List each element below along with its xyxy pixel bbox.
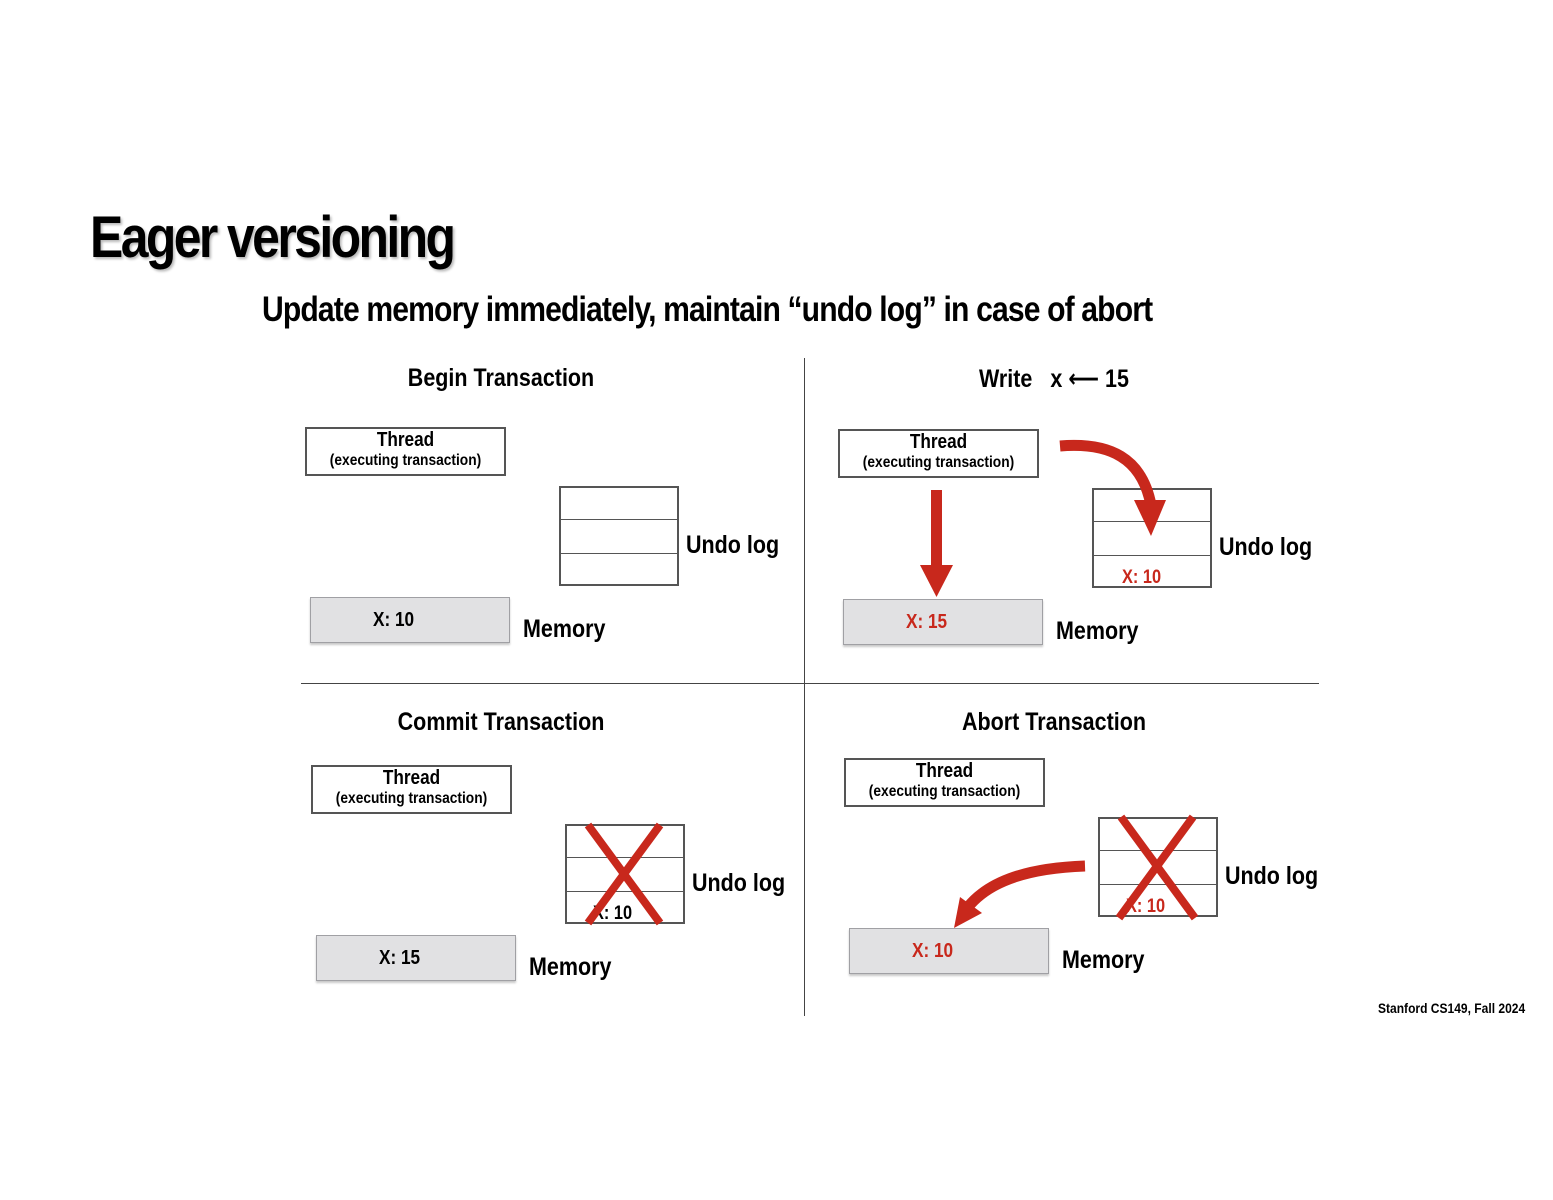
slide-title: Eager versioning [90, 205, 456, 270]
undo-log-row-divider [1100, 884, 1216, 885]
undo-log-label-commit: Undo log [692, 869, 786, 897]
memory-value-commit: X: 15 [379, 947, 421, 969]
footer-course-label: Stanford CS149, Fall 2024 [1377, 1000, 1525, 1016]
undo-log-entry-write: X: 10 [1122, 567, 1162, 588]
thread-label: Thread [376, 429, 435, 451]
thread-sublabel: (executing transaction) [862, 454, 1015, 471]
thread-box-commit: Thread (executing transaction) [311, 765, 512, 814]
memory-label-write: Memory [1056, 617, 1139, 645]
assign-arrow: ⟵ [1068, 365, 1100, 393]
write-label: Write [979, 365, 1033, 393]
thread-sublabel: (executing transaction) [329, 452, 482, 469]
memory-box-begin: X: 10 [310, 597, 510, 643]
memory-box-commit: X: 15 [316, 935, 516, 981]
undo-log-row-divider [561, 553, 677, 554]
memory-value-abort: X: 10 [912, 940, 954, 962]
panel-title-abort: Abort Transaction [962, 708, 1146, 736]
write-to-undo-log-arrow [1059, 439, 1166, 536]
undo-log-row-divider [1094, 555, 1210, 556]
undo-log-label-begin: Undo log [686, 531, 780, 559]
undo-log-label-abort: Undo log [1225, 862, 1319, 890]
write-variable: x [1050, 365, 1063, 393]
thread-label: Thread [915, 760, 974, 782]
undo-log-label-write: Undo log [1219, 533, 1313, 561]
thread-sublabel: (executing transaction) [335, 790, 488, 807]
memory-box-abort: X: 10 [849, 928, 1049, 974]
memory-box-write: X: 15 [843, 599, 1043, 645]
write-to-memory-arrow [920, 490, 953, 597]
thread-sublabel: (executing transaction) [868, 783, 1021, 800]
memory-value-begin: X: 10 [373, 609, 415, 631]
memory-value-write: X: 15 [906, 611, 948, 633]
quadrant-divider-vertical [804, 358, 805, 1016]
commit-undo-log-cross [584, 822, 664, 926]
memory-label-abort: Memory [1062, 946, 1145, 974]
thread-box-write: Thread (executing transaction) [838, 429, 1039, 478]
memory-label-commit: Memory [529, 953, 612, 981]
abort-restore-arrow [954, 860, 1086, 928]
undo-log-row-divider [567, 857, 683, 858]
undo-log-row-divider [1100, 850, 1216, 851]
undo-log-begin [559, 486, 679, 586]
thread-label: Thread [382, 767, 441, 789]
undo-log-row-divider [567, 891, 683, 892]
write-value: 15 [1105, 365, 1129, 393]
thread-box-begin: Thread (executing transaction) [305, 427, 506, 476]
panel-title-commit: Commit Transaction [397, 708, 605, 736]
abort-undo-log-cross [1115, 814, 1199, 921]
quadrant-divider-horizontal [301, 683, 1319, 684]
panel-title-write: Write x ⟵ 15 [979, 364, 1129, 394]
thread-label: Thread [909, 431, 968, 453]
memory-label-begin: Memory [523, 615, 606, 643]
panel-title-begin: Begin Transaction [407, 364, 595, 392]
undo-log-row-divider [561, 519, 677, 520]
thread-box-abort: Thread (executing transaction) [844, 758, 1045, 807]
slide-subtitle: Update memory immediately, maintain “und… [262, 290, 1153, 329]
